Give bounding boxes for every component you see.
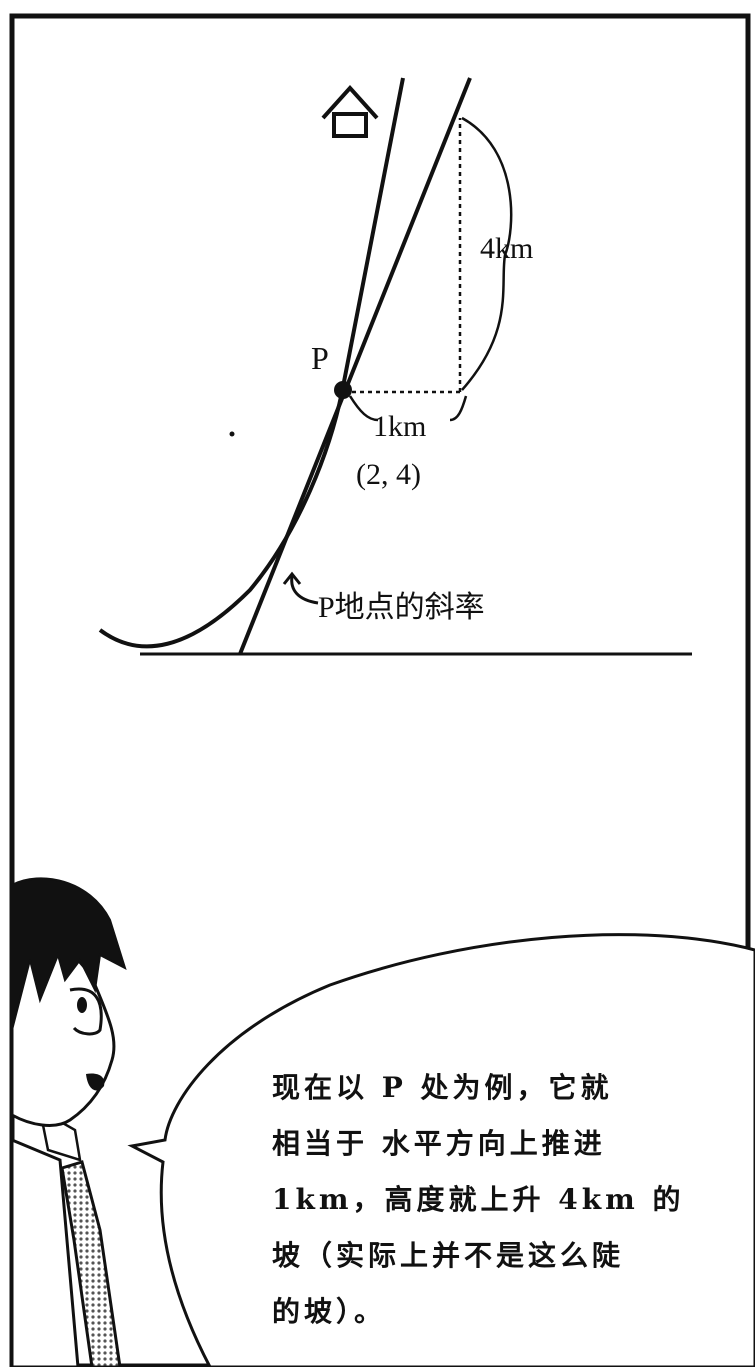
house-icon xyxy=(321,85,379,138)
speech-bubble xyxy=(127,933,755,1367)
character-shirt xyxy=(10,1137,80,1367)
speech-line: 1km，高度就上升 4km 的 xyxy=(272,1183,685,1216)
rise-label: 4km xyxy=(480,232,534,265)
character-tie xyxy=(60,1160,122,1367)
curved-arrow-icon xyxy=(282,571,319,605)
curve xyxy=(98,77,405,649)
glasses-icon xyxy=(69,987,103,1036)
speech-line: 现在以 P 处为例，它就 xyxy=(272,1071,613,1104)
slope-note: P地点的斜率 xyxy=(318,591,485,624)
speech-text: 现在以 P 处为例，它就 相当于 水平方向上推进 1km，高度就上升 4km 的… xyxy=(272,1060,692,1340)
stray-dot xyxy=(229,431,235,437)
character-hair xyxy=(11,877,127,1031)
rise-brace xyxy=(461,116,513,391)
coordinate-label: (2, 4) xyxy=(356,458,421,491)
character xyxy=(10,877,127,1367)
speech-line: 的坡）。 xyxy=(272,1295,387,1328)
speech-line: 坡（实际上并不是这么陡 xyxy=(272,1239,625,1272)
point-label: P xyxy=(311,340,329,376)
character-mouth xyxy=(86,1073,105,1091)
run-brace xyxy=(348,395,468,422)
speech-line: 相当于 水平方向上推进 xyxy=(272,1127,606,1160)
point-p xyxy=(334,381,352,399)
run-label: 1km xyxy=(373,410,427,443)
tangent-line xyxy=(238,77,472,655)
character-eye xyxy=(77,997,87,1013)
